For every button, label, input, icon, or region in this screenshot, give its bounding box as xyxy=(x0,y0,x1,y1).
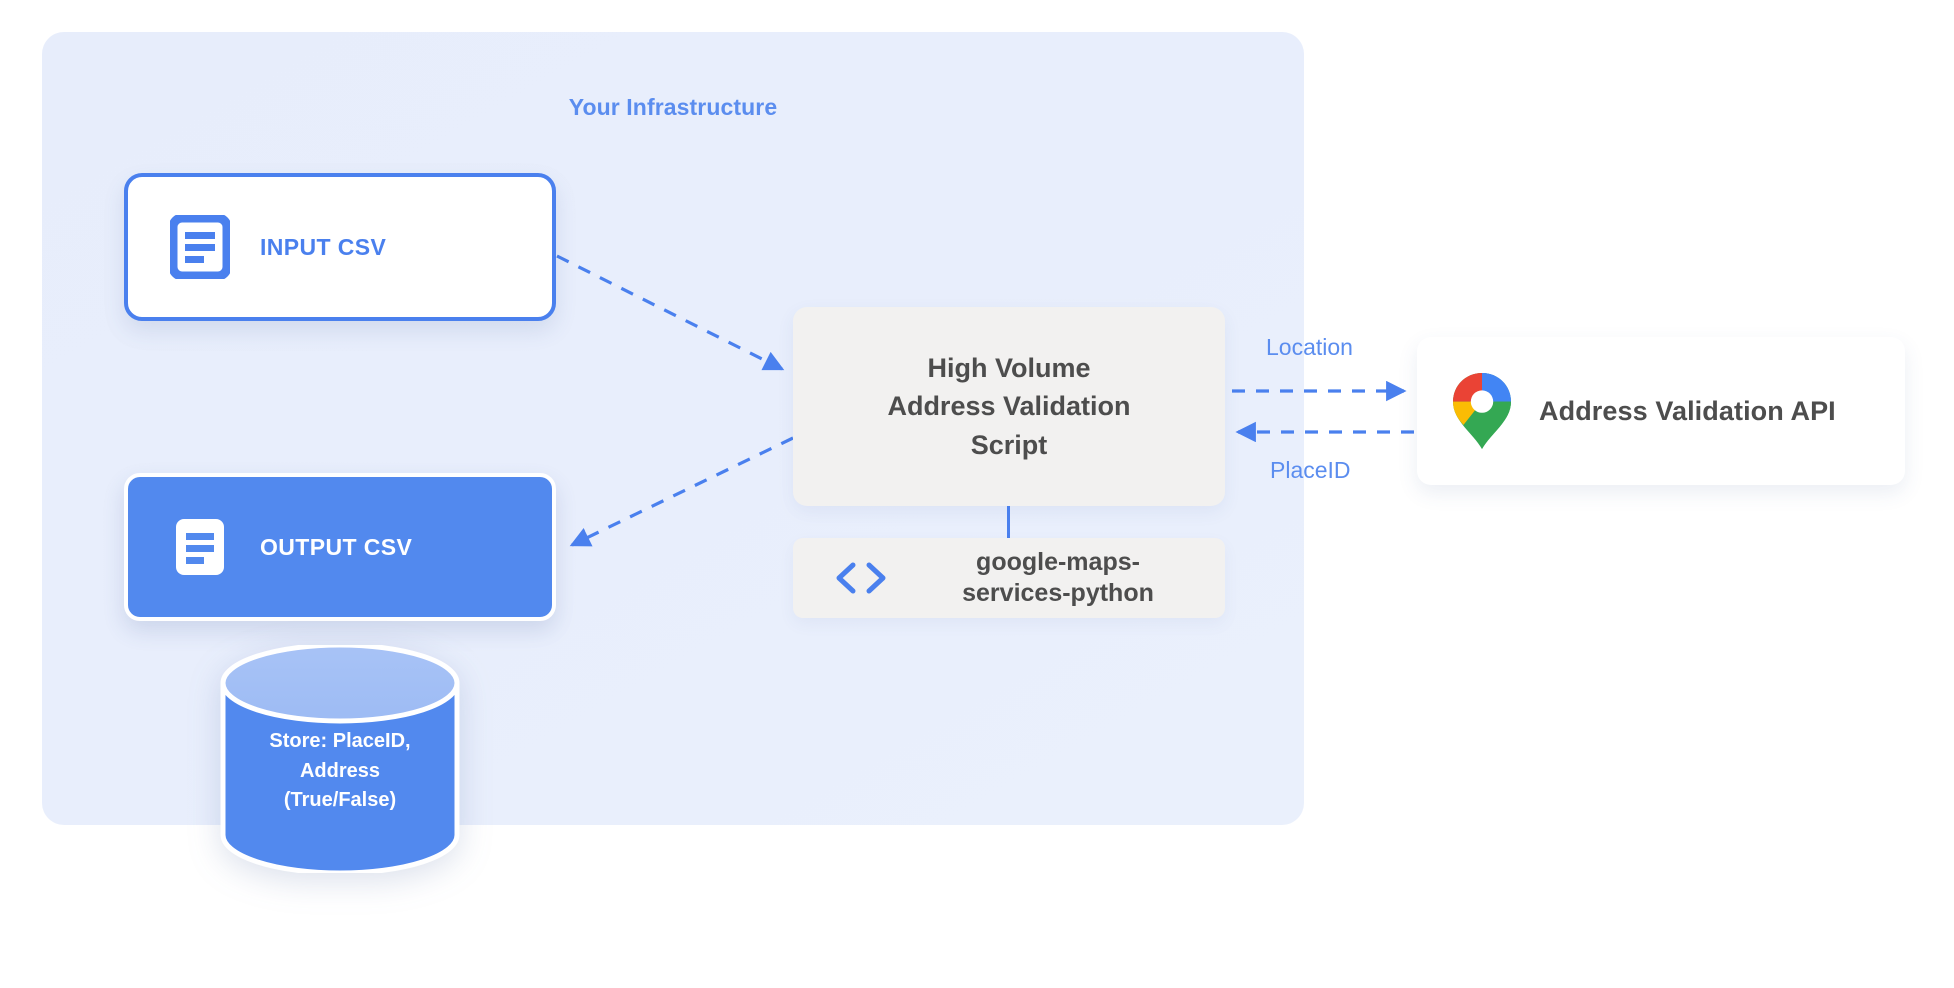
output-csv-label: OUTPUT CSV xyxy=(260,533,413,560)
output-csv-node[interactable]: OUTPUT CSV xyxy=(124,473,556,621)
document-lines-icon xyxy=(176,519,224,575)
panel-title: Your Infrastructure xyxy=(568,94,778,120)
database-cylinder-icon[interactable] xyxy=(219,645,461,873)
edge-label-location: Location xyxy=(1266,334,1353,360)
library-node[interactable]: google-maps- services-python xyxy=(793,538,1225,618)
document-lines-icon xyxy=(170,215,230,279)
input-csv-label: INPUT CSV xyxy=(260,233,387,260)
google-maps-pin-icon xyxy=(1453,373,1511,449)
script-node[interactable]: High Volume Address Validation Script xyxy=(793,307,1225,506)
api-label: Address Validation API xyxy=(1539,395,1836,426)
script-label: High Volume Address Validation Script xyxy=(887,353,1131,460)
edge-label-placeid: PlaceID xyxy=(1270,457,1351,483)
address-validation-api-node[interactable]: Address Validation API xyxy=(1417,337,1905,485)
code-brackets-icon xyxy=(836,562,886,594)
input-csv-node[interactable]: INPUT CSV xyxy=(124,173,556,321)
library-label: google-maps- services-python xyxy=(962,547,1154,607)
script-library-connector xyxy=(1007,506,1010,538)
